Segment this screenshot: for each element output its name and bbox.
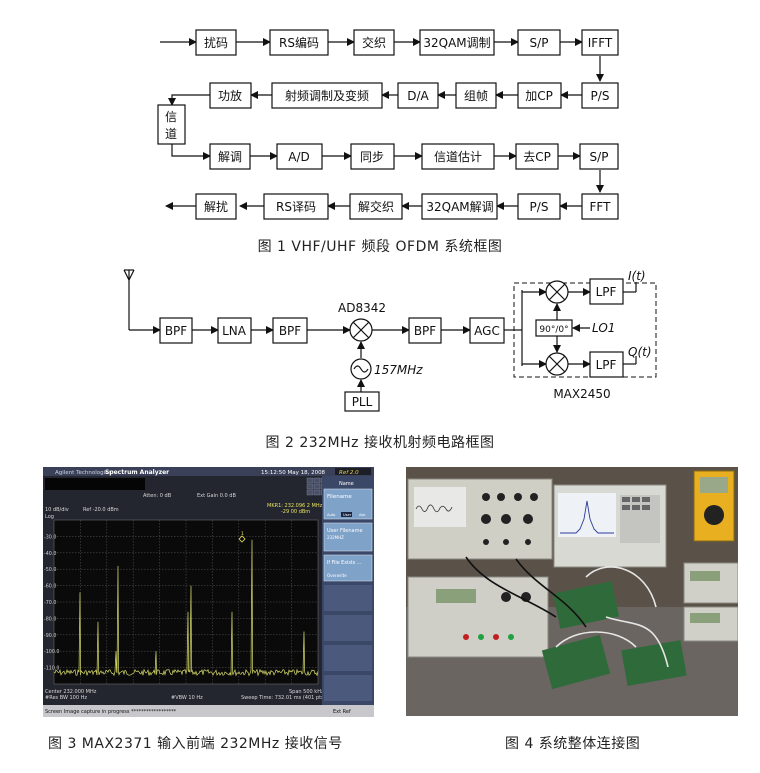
f1-sync: 同步 — [360, 150, 384, 164]
f1-remove-cp: 去CP — [523, 150, 551, 164]
f1-sp-1: S/P — [530, 36, 549, 50]
svg-text:1: 1 — [241, 531, 244, 537]
figure4-photo — [406, 467, 738, 716]
figure4-caption: 图 4 系统整体连接图 — [505, 736, 641, 752]
f1-channel-bottom: 道 — [165, 127, 177, 141]
f1-deinterleave: 解交织 — [358, 199, 394, 214]
f1-ifft: IFFT — [588, 36, 613, 50]
f1-pa: 功放 — [218, 88, 242, 103]
f1-ps-2: P/S — [530, 200, 549, 214]
sa-y-tick: -70.0 — [44, 600, 56, 606]
sa-panel-mode-auto: Auto — [327, 513, 335, 517]
f2-chip-label: MAX2450 — [553, 387, 610, 401]
sa-sweep: Sweep Time: 732.01 ms (401 pts) — [241, 695, 326, 701]
f1-framing: 组帧 — [464, 89, 488, 103]
sa-atten: Atten: 0 dB — [143, 493, 172, 499]
figure2-caption: 图 2 232MHz 接收机射频电路框图 — [265, 435, 495, 451]
f1-rs-decode: RS译码 — [276, 200, 316, 214]
sa-span: Span 500 kHz — [289, 689, 324, 695]
figure1-caption: 图 1 VHF/UHF 频段 OFDM 系统框图 — [257, 239, 503, 255]
f2-mixer-label: AD8342 — [338, 301, 386, 315]
sa-status: Screen Image capture in progress *******… — [45, 709, 177, 715]
sa-y-tick: -30.0 — [44, 534, 56, 540]
f2-osc-label: 157MHz — [374, 363, 423, 377]
antenna-icon — [123, 269, 135, 330]
f1-ad: A/D — [288, 150, 310, 164]
sa-marker: MKR1: 232.096 2 MHz — [267, 503, 323, 509]
f1-sp-2: S/P — [590, 150, 609, 164]
f2-lpf-q: LPF — [596, 358, 617, 372]
f1-add-cp: 加CP — [525, 89, 553, 103]
f1-demod: 解调 — [218, 150, 242, 164]
sa-header-title: Spectrum Analyzer — [105, 469, 169, 476]
f1-channel-top: 信 — [165, 110, 177, 124]
figure3-caption: 图 3 MAX2371 输入前端 232MHz 接收信号 — [48, 736, 343, 752]
sa-panel-user-val: 232MHZ — [327, 535, 344, 540]
sa-panel-overwrite: Overwrite — [327, 573, 347, 578]
sa-y-tick: -110.0 — [44, 666, 59, 672]
sa-panel-exists: If File Exists ... — [327, 560, 361, 566]
sa-log: Log — [45, 514, 54, 520]
sa-y-tick: -50.0 — [44, 567, 56, 573]
f2-phase-label: 90°/0° — [539, 325, 568, 335]
sa-y-tick: -60.0 — [44, 584, 56, 590]
sa-ref: Ref -20.0 dBm — [83, 507, 119, 513]
f1-rf-mod: 射频调制及变频 — [285, 88, 369, 103]
sa-y-tick: -40.0 — [44, 551, 56, 557]
f1-scramble: 扰码 — [204, 36, 228, 50]
f1-rs-encode: RS编码 — [279, 35, 319, 50]
f1-fft: FFT — [590, 200, 612, 214]
sa-scale: 10 dB/div — [45, 507, 69, 513]
f2-lna: LNA — [222, 324, 247, 338]
f2-out-i: I(t) — [628, 269, 646, 283]
sa-panel-filename-button[interactable]: Filename Auto User Ask — [323, 488, 373, 520]
sa-vbw: #VBW 10 Hz — [171, 695, 203, 701]
f2-bpf-2: BPF — [279, 324, 301, 338]
figure3-spectrum-screenshot: Agilent Technologies Spectrum Analyzer 1… — [43, 467, 374, 717]
sa-marker-icon: 1 — [238, 531, 246, 543]
f1-interleave: 交织 — [362, 35, 386, 50]
sa-panel-filename: Filename — [327, 494, 352, 500]
sa-ext-gain: Ext Gain 0.0 dB — [197, 493, 236, 499]
f1-qam-demod: 32QAM解调 — [426, 200, 493, 214]
sa-panel-user: User Filename — [327, 528, 363, 534]
f1-ps-1: P/S — [591, 89, 610, 103]
figure2-diagram: BPF LNA BPF BPF AGC LPF LPF PLL AD8342 9… — [123, 269, 657, 412]
sa-marker-val: -29 00 dBm — [281, 509, 310, 515]
f1-descramble: 解扰 — [204, 200, 228, 214]
f2-lpf-i: LPF — [596, 285, 617, 299]
sa-header-time: 15:12:50 May 18, 2008 — [261, 470, 326, 476]
sa-y-tick: -80.0 — [44, 616, 56, 622]
f2-bpf-1: BPF — [165, 324, 187, 338]
f1-qam-mod: 32QAM调制 — [423, 36, 490, 50]
f2-lo-label: LO1 — [592, 321, 615, 335]
sa-panel-title: Name — [339, 481, 354, 487]
figure1-diagram: 扰码 RS编码 交织 32QAM调制 S/P IFFT 功放 射频调制及变频 D… — [157, 29, 619, 220]
sa-y-tick: -100.0 — [44, 649, 59, 655]
f1-channel-est: 信道估计 — [434, 150, 482, 164]
f1-da: D/A — [407, 89, 429, 103]
sa-ext-ref: Ext Ref — [333, 709, 351, 715]
f2-pll: PLL — [352, 395, 373, 409]
sa-panel-user-filename-button[interactable]: User Filename 232MHZ — [323, 522, 373, 552]
sa-header-left: Agilent Technologies — [55, 470, 112, 476]
f2-bpf-3: BPF — [414, 324, 436, 338]
sa-ref-label: Ref 2.0 — [339, 470, 359, 476]
f2-out-q: Q(t) — [628, 345, 652, 359]
sa-y-tick: -90.0 — [44, 633, 56, 639]
sa-y-ticks: -30.0 -40.0 -50.0 -60.0 -70.0 -80.0 -90.0 -100.… — [44, 534, 59, 671]
sa-panel-mode-ask: Ask — [359, 513, 366, 517]
sa-panel-exists-button[interactable]: If File Exists ... Overwrite — [323, 554, 373, 582]
sa-panel-mode-user: User — [343, 513, 352, 517]
sa-center: Center 232.000 MHz — [45, 689, 97, 695]
sa-rbw: #Res BW 100 Hz — [45, 695, 87, 701]
sa-trace — [53, 539, 319, 677]
f2-agc: AGC — [474, 324, 500, 338]
